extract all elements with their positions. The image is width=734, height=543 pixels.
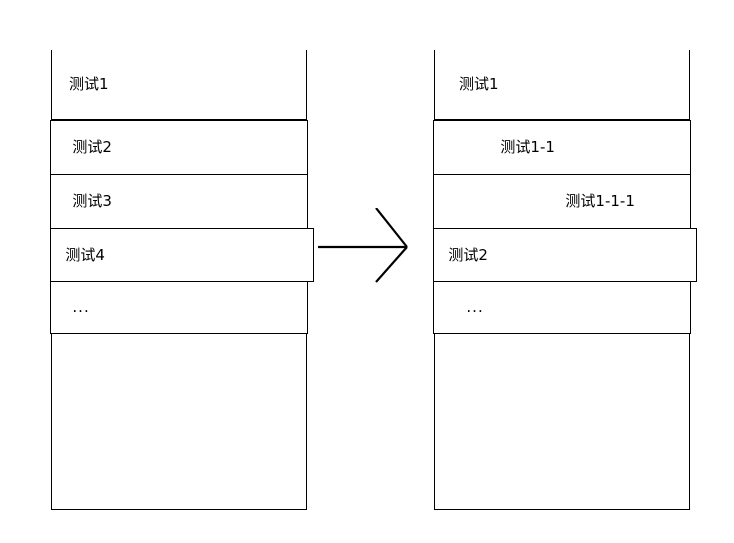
list-item-label: ... bbox=[466, 298, 484, 316]
list-item[interactable]: 测试3 bbox=[50, 174, 308, 229]
list-item-label: 测试3 bbox=[72, 192, 112, 210]
list-item[interactable]: ... bbox=[433, 281, 691, 334]
list-item[interactable]: 测试1-1-1 bbox=[433, 174, 691, 229]
list-item-label: 测试2 bbox=[448, 245, 488, 264]
list-item-label: 测试4 bbox=[65, 245, 105, 264]
list-item[interactable]: 测试2 bbox=[50, 120, 308, 175]
list-item-label: 测试1 bbox=[459, 74, 499, 93]
list-item-label: 测试1-1-1 bbox=[565, 192, 635, 210]
list-item[interactable]: 测试4 bbox=[50, 228, 315, 282]
before-list-panel: 测试1 测试2 测试3 测试4 ... bbox=[50, 49, 315, 510]
list-item-label: 测试1-1 bbox=[500, 138, 555, 156]
list-item-label: 测试2 bbox=[72, 138, 112, 156]
list-item[interactable]: 测试2 bbox=[433, 228, 698, 282]
list-item[interactable]: ... bbox=[50, 281, 308, 334]
transform-arrow bbox=[318, 208, 418, 286]
after-tree-panel: 测试1 测试1-1 测试1-1-1 测试2 ... bbox=[433, 49, 698, 510]
list-item[interactable]: 测试1-1 bbox=[433, 120, 691, 175]
list-item-label: ... bbox=[72, 298, 90, 316]
list-item-label: 测试1 bbox=[69, 74, 109, 93]
list-item[interactable]: 测试1 bbox=[435, 49, 689, 121]
list-item[interactable]: 测试1 bbox=[52, 49, 306, 121]
